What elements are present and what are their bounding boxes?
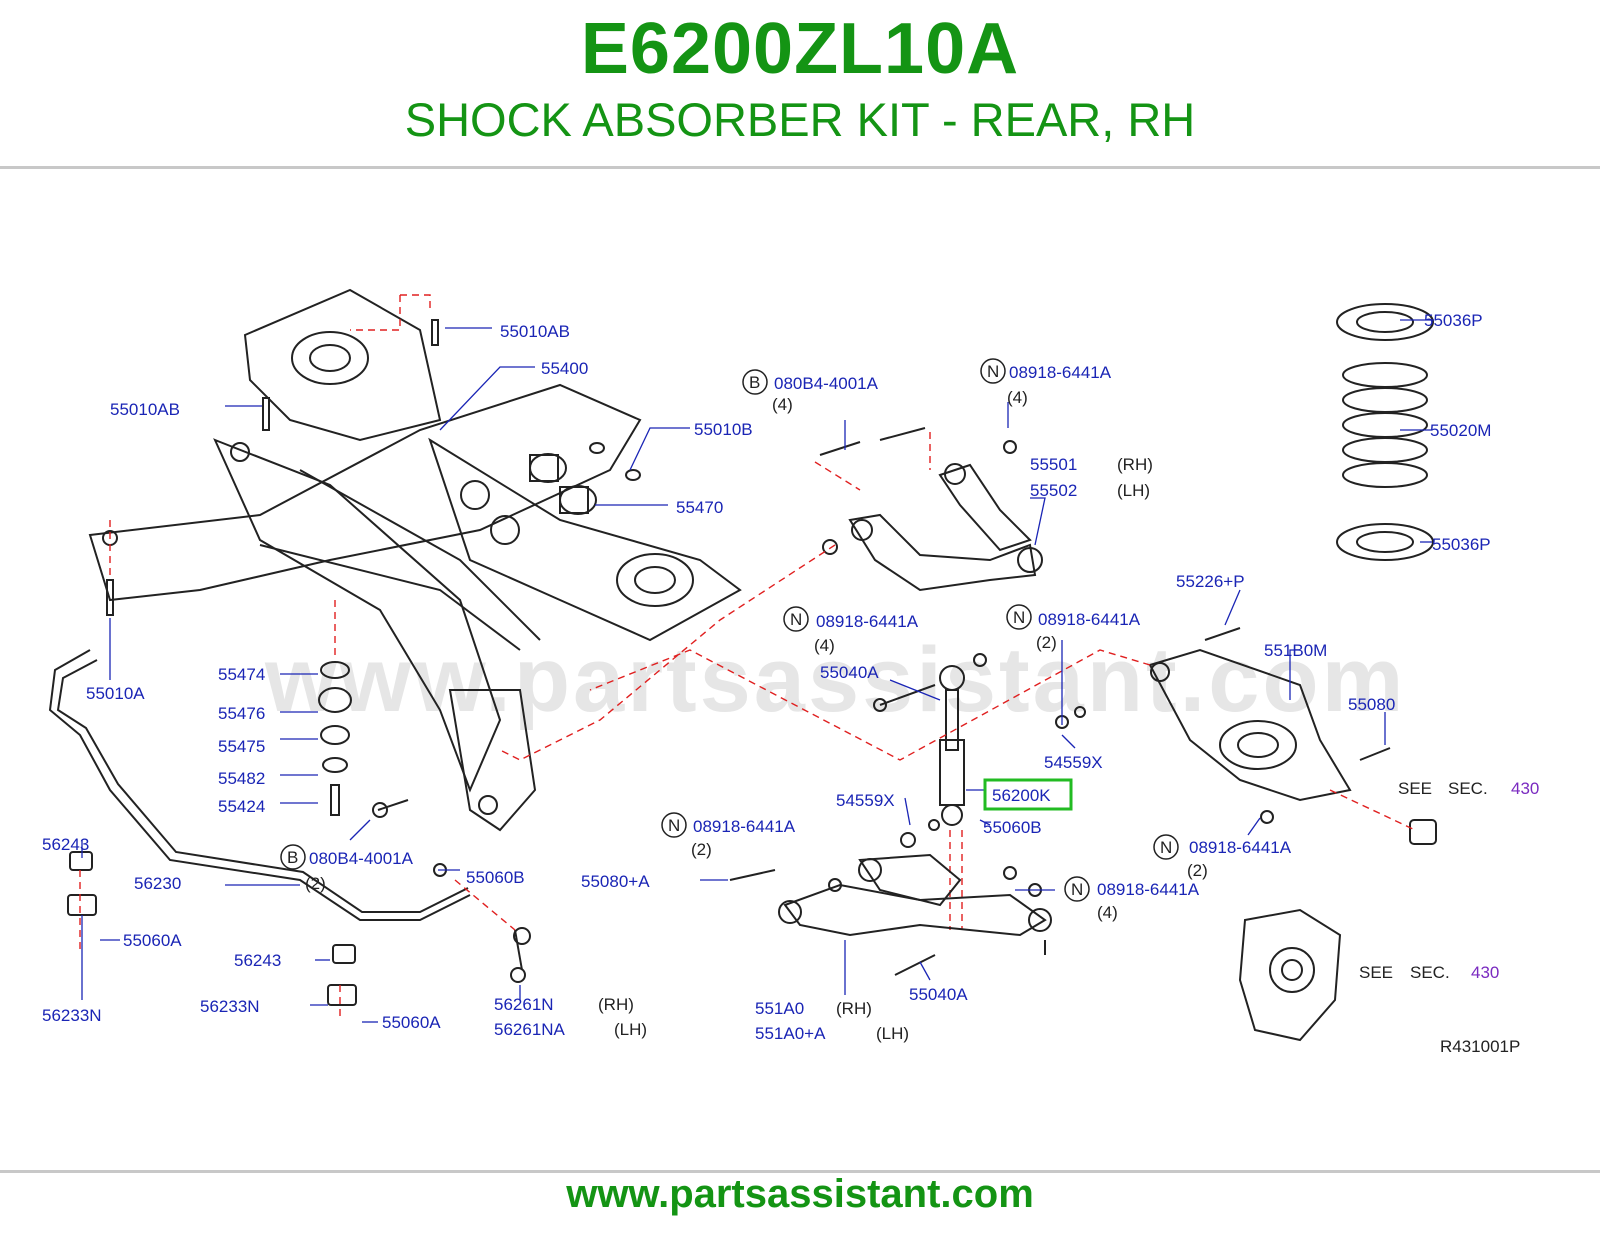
label-55036P-bot[interactable]: 55036P	[1432, 535, 1491, 554]
leader-lines	[81, 319, 1434, 1023]
qty-08918-top: (4)	[1007, 388, 1028, 407]
label-55476[interactable]: 55476	[218, 704, 265, 723]
qty-08918-mid1: (4)	[814, 636, 835, 655]
qty-080B4-bot: (2)	[305, 874, 326, 893]
side-55502: (LH)	[1117, 481, 1150, 500]
footer-divider	[0, 1170, 1600, 1173]
footer-url[interactable]: www.partsassistant.com	[566, 1172, 1034, 1216]
svg-text:N: N	[1013, 608, 1025, 627]
bushing-55470-drawing	[529, 442, 641, 515]
label-55010AB-top[interactable]: 55010AB	[500, 322, 570, 341]
qty-080B4-top: (4)	[772, 395, 793, 414]
side-56261N: (RH)	[598, 995, 634, 1014]
label-55010AB-left[interactable]: 55010AB	[110, 400, 180, 419]
qty-08918-low3: (4)	[1097, 903, 1118, 922]
label-55474[interactable]: 55474	[218, 665, 265, 684]
label-56261N[interactable]: 56261N	[494, 995, 554, 1014]
label-55424[interactable]: 55424	[218, 797, 265, 816]
label-55040A-top[interactable]: 55040A	[820, 663, 879, 682]
label-08918-low2[interactable]: 08918-6441A	[1189, 838, 1292, 857]
part-number-title: E6200ZL10A	[580, 9, 1020, 89]
label-55010B[interactable]: 55010B	[694, 420, 753, 439]
label-56243-bot[interactable]: 56243	[234, 951, 281, 970]
rear-subframe-drawing	[88, 288, 742, 832]
label-56200K[interactable]: 56200K	[992, 786, 1051, 805]
label-55060B-left[interactable]: 55060B	[466, 868, 525, 887]
svg-text:N: N	[987, 362, 999, 381]
label-55020M[interactable]: 55020M	[1430, 421, 1491, 440]
label-551A0A[interactable]: 551A0+A	[755, 1024, 826, 1043]
label-54559X-right[interactable]: 54559X	[1044, 753, 1103, 772]
qty-08918-low1: (2)	[691, 840, 712, 859]
diagram-code: R431001P	[1440, 1037, 1520, 1056]
label-08918-low3[interactable]: 08918-6441A	[1097, 880, 1200, 899]
label-54559X-left[interactable]: 54559X	[836, 791, 895, 810]
label-55060A-bot[interactable]: 55060A	[382, 1013, 441, 1032]
svg-text:N: N	[668, 816, 680, 835]
svg-text:N: N	[1160, 838, 1172, 857]
label-56261NA[interactable]: 56261NA	[494, 1020, 566, 1039]
label-55036P-top[interactable]: 55036P	[1424, 311, 1483, 330]
shock-absorber-drawing	[873, 653, 1086, 930]
side-55501: (RH)	[1117, 455, 1153, 474]
label-56243-top[interactable]: 56243	[42, 835, 89, 854]
section-link-430-2[interactable]: 430	[1471, 963, 1499, 982]
label-55060B-mid[interactable]: 55060B	[983, 818, 1042, 837]
see-text-2: SEE	[1359, 963, 1393, 982]
highlighted-part-box	[983, 778, 1073, 811]
label-55482[interactable]: 55482	[218, 769, 265, 788]
label-55400[interactable]: 55400	[541, 359, 588, 378]
label-56233N-mid[interactable]: 56233N	[200, 997, 260, 1016]
side-551A0: (RH)	[836, 999, 872, 1018]
qty-08918-mid2: (2)	[1036, 633, 1057, 652]
part-labels: 55010AB 55400 55010AB 55010B 55470 55010…	[42, 311, 1539, 1056]
label-080B4-bot[interactable]: 080B4-4001A	[309, 849, 414, 868]
label-08918-top[interactable]: 08918-6441A	[1009, 363, 1112, 382]
label-55040A-bot[interactable]: 55040A	[909, 985, 968, 1004]
label-55226P[interactable]: 55226+P	[1176, 572, 1245, 591]
label-551A0[interactable]: 551A0	[755, 999, 804, 1018]
label-080B4-top[interactable]: 080B4-4001A	[774, 374, 879, 393]
label-56233N-left[interactable]: 56233N	[42, 1006, 102, 1025]
label-551B0M[interactable]: 551B0M	[1264, 641, 1327, 660]
sec-text-1: SEC.	[1448, 779, 1488, 798]
label-55475[interactable]: 55475	[218, 737, 265, 756]
svg-text:N: N	[1071, 880, 1083, 899]
label-08918-mid1[interactable]: 08918-6441A	[816, 612, 919, 631]
label-08918-low1[interactable]: 08918-6441A	[693, 817, 796, 836]
side-56261NA: (LH)	[614, 1020, 647, 1039]
part-description: SHOCK ABSORBER KIT - REAR, RH	[404, 93, 1196, 146]
label-08918-mid2[interactable]: 08918-6441A	[1038, 610, 1141, 629]
label-55010A[interactable]: 55010A	[86, 684, 145, 703]
upper-arm-drawing	[499, 427, 1043, 761]
lower-arm-551B0M-drawing	[589, 627, 1437, 845]
label-55502[interactable]: 55502	[1030, 481, 1077, 500]
mount-stack-drawing	[106, 319, 439, 818]
label-55470[interactable]: 55470	[676, 498, 723, 517]
section-link-430-1[interactable]: 430	[1511, 779, 1539, 798]
label-55080[interactable]: 55080	[1348, 695, 1395, 714]
sec-text-2: SEC.	[1410, 963, 1450, 982]
label-56230[interactable]: 56230	[134, 874, 181, 893]
side-551A0A: (LH)	[876, 1024, 909, 1043]
svg-text:N: N	[790, 610, 802, 629]
label-55501[interactable]: 55501	[1030, 455, 1077, 474]
see-text-1: SEE	[1398, 779, 1432, 798]
coil-spring-drawing	[1336, 303, 1434, 561]
label-55060A-left[interactable]: 55060A	[123, 931, 182, 950]
svg-text:B: B	[287, 848, 298, 867]
qty-08918-low2: (2)	[1187, 861, 1208, 880]
knuckle-drawing	[1238, 908, 1342, 1042]
header-divider	[0, 166, 1600, 169]
lower-arm-551A0-drawing	[729, 853, 1052, 976]
stabilizer-bar-drawing	[48, 649, 531, 1020]
prefix-circles: B N N N N N N B	[280, 358, 1179, 902]
svg-text:B: B	[749, 373, 760, 392]
label-55080A[interactable]: 55080+A	[581, 872, 650, 891]
